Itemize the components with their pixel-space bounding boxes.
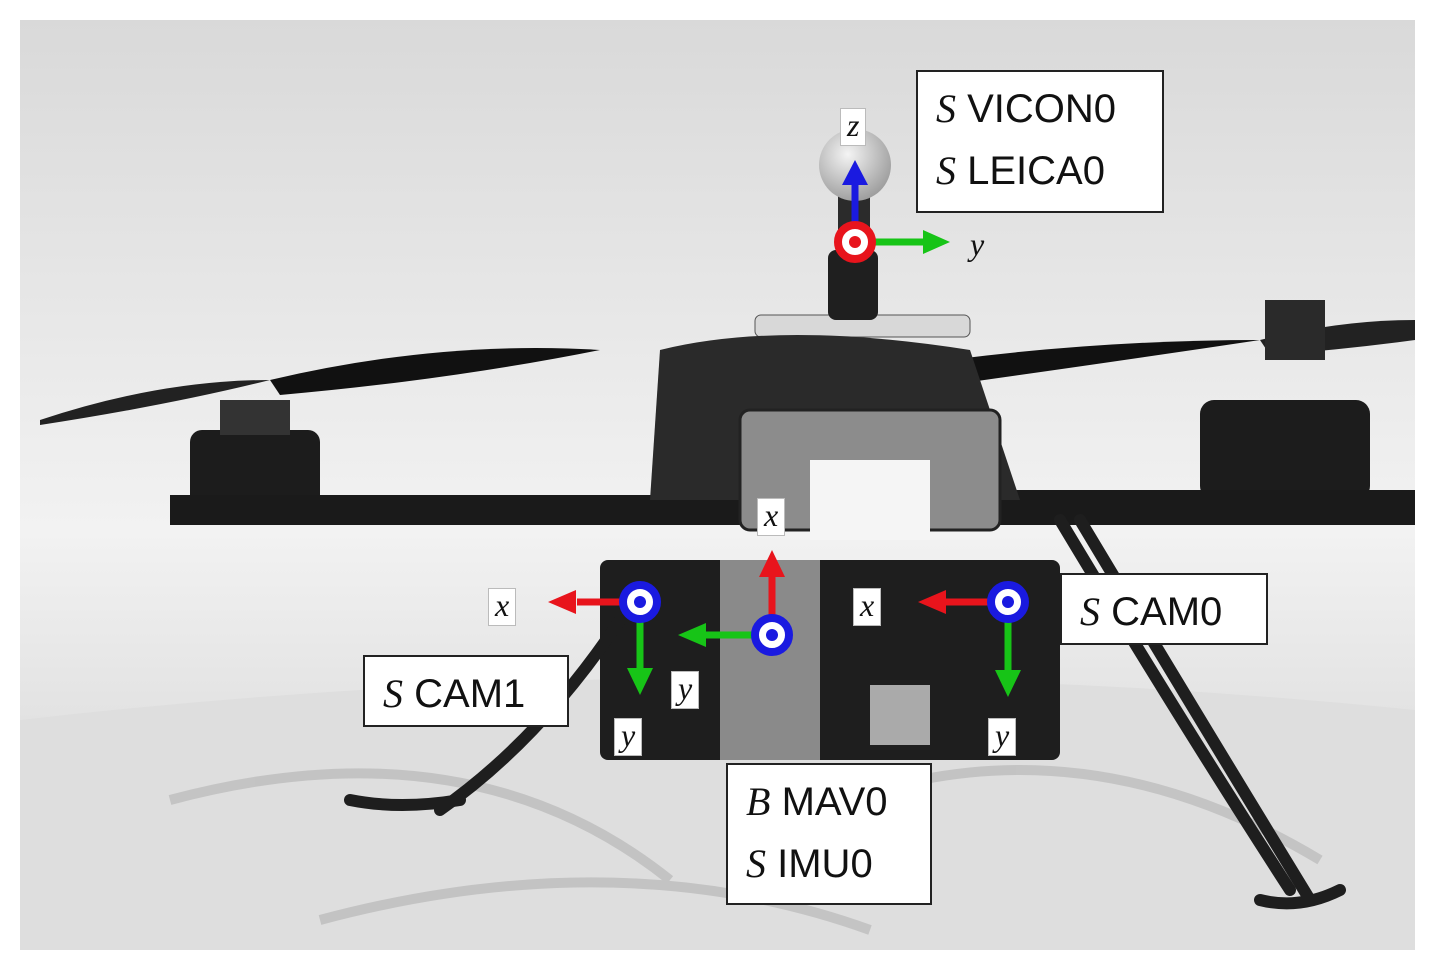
cam0-label: S CAM0 — [1060, 573, 1268, 645]
cam1-text: CAM1 — [414, 672, 526, 716]
imu-frame — [678, 550, 793, 656]
cam0-text: CAM0 — [1111, 590, 1223, 634]
frame-symbol: S — [1080, 589, 1100, 634]
imu0-text: IMU0 — [777, 842, 873, 886]
cam0-frame — [918, 581, 1029, 697]
vicon-leica-label: S VICON0 S LEICA0 — [916, 70, 1164, 213]
left-propeller — [40, 348, 600, 510]
imu-x-label: x — [757, 498, 786, 536]
vicon-z-label: z — [840, 108, 867, 146]
vicon-frame — [834, 160, 950, 263]
cam0-y-label: y — [988, 718, 1017, 756]
drone-photo — [20, 20, 1415, 950]
table-surface — [20, 677, 1415, 950]
cam1-label: S CAM1 — [363, 655, 569, 727]
frame-symbol: B — [746, 779, 771, 824]
cam1-x-label: x — [488, 588, 517, 626]
mav-imu-label: B MAV0 S IMU0 — [726, 763, 932, 905]
vicon0-text: VICON0 — [967, 87, 1117, 131]
frame-symbol: S — [746, 841, 766, 886]
leica0-text: LEICA0 — [967, 149, 1105, 193]
frame-symbol: S — [383, 671, 403, 716]
cam1-frame — [548, 581, 661, 695]
imu-y-label: y — [671, 671, 700, 709]
cam0-x-label: x — [853, 588, 882, 626]
cam1-y-label: y — [614, 718, 643, 756]
frame-symbol: S — [936, 148, 956, 193]
vicon-y-label: y — [970, 226, 985, 262]
mav0-text: MAV0 — [781, 780, 888, 824]
frame-symbol: S — [936, 86, 956, 131]
